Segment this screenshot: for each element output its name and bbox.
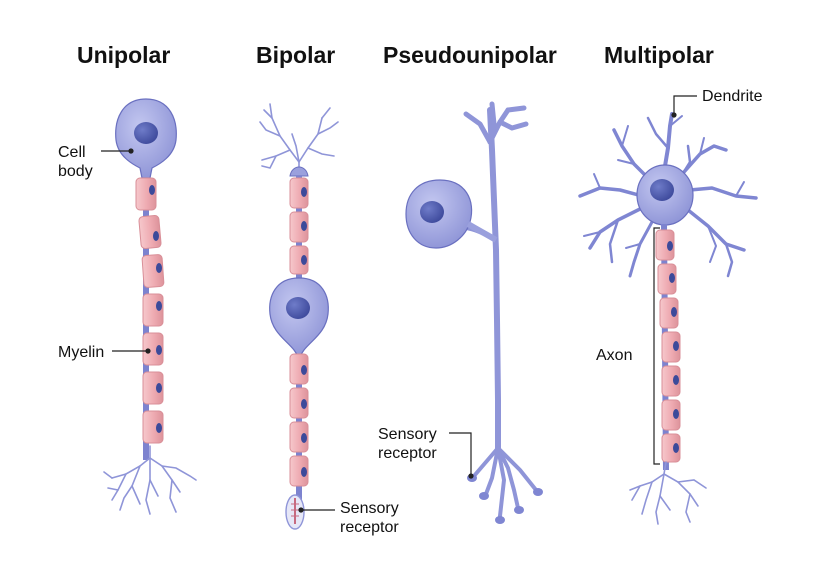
bipolar-neuron — [259, 103, 339, 530]
bipolar-nucleus — [286, 297, 310, 319]
pseudounipolar-receptor-endings — [467, 474, 543, 524]
label-sensory-receptor-a-line2: receptor — [378, 445, 437, 462]
label-myelin: Myelin — [58, 344, 104, 361]
label-sensory-receptor-a-line1: Sensory — [378, 426, 437, 443]
unipolar-axon-terminals — [103, 445, 197, 515]
bipolar-myelin-lower — [289, 353, 309, 487]
leader-lines — [101, 95, 697, 513]
label-sensory-receptor-b-line2: receptor — [340, 519, 399, 536]
pseudounipolar-axon — [487, 107, 501, 455]
title-pseudounipolar: Pseudounipolar — [383, 42, 557, 68]
label-cell-body-line2: body — [58, 163, 93, 180]
axon-bracket — [653, 227, 660, 465]
label-axon: Axon — [596, 347, 632, 364]
pseudounipolar-neuron — [405, 101, 543, 524]
unipolar-nucleus — [134, 122, 158, 144]
multipolar-dendrites — [578, 112, 758, 278]
pseudounipolar-nucleus — [420, 201, 444, 223]
leader-sensory-receptor-a — [449, 432, 472, 475]
pseudounipolar-top-branches — [463, 101, 529, 145]
bipolar-myelin-upper — [289, 177, 309, 275]
label-sensory-receptor-b-line1: Sensory — [340, 500, 399, 517]
title-bipolar: Bipolar — [256, 42, 335, 68]
label-dendrite: Dendrite — [702, 88, 763, 105]
multipolar-myelin-sheath — [655, 229, 681, 463]
leader-dendrite — [673, 95, 697, 114]
unipolar-neuron — [103, 98, 197, 515]
unipolar-myelin-sheath — [135, 177, 165, 444]
label-cell-body-line1: Cell — [58, 144, 86, 161]
pseudounipolar-sensory-terminals — [472, 446, 538, 518]
title-unipolar: Unipolar — [77, 42, 170, 68]
multipolar-nucleus — [650, 179, 674, 201]
multipolar-axon-terminals — [629, 461, 707, 525]
title-multipolar: Multipolar — [604, 42, 714, 68]
bipolar-sensory-receptor — [285, 494, 305, 530]
bipolar-dendrites — [259, 103, 339, 179]
multipolar-neuron — [578, 112, 758, 525]
